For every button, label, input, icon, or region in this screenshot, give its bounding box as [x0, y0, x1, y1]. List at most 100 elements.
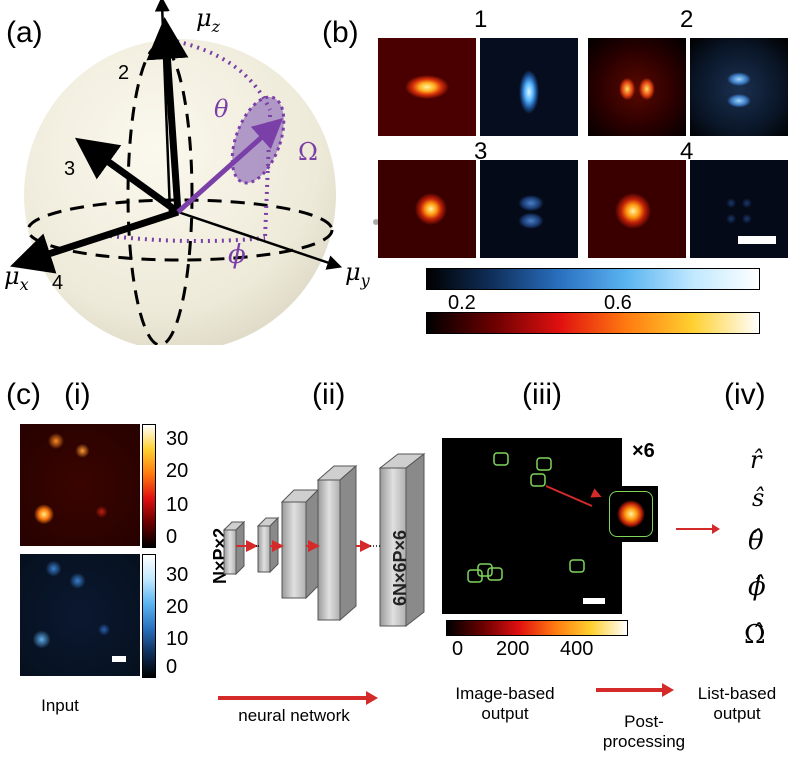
- caption-input: Input: [41, 696, 79, 715]
- phi-label: ϕ: [228, 240, 246, 270]
- input-cool-tick-0: 0: [166, 656, 178, 678]
- network-arrow-head: [366, 691, 378, 705]
- input-cool-tick-20: 20: [166, 596, 189, 618]
- psf-tile-2-cool: [690, 38, 788, 136]
- psf-tile-1-cool: [480, 38, 578, 136]
- psf-tile-2-hot: [588, 38, 686, 136]
- omega-label: Ω: [298, 138, 318, 166]
- meridian-ellipse: [126, 43, 194, 345]
- psf-tile-4-hot: [588, 160, 686, 258]
- output-tick-200: 200: [496, 638, 530, 660]
- equator-ellipse: [26, 198, 334, 262]
- input-hot-tick-20: 20: [166, 460, 189, 482]
- axis-x-label: μx: [4, 262, 29, 294]
- vector-label-2: 2: [118, 62, 130, 84]
- vector-label-3: 3: [64, 158, 76, 180]
- panel-label-iv: (iv): [724, 378, 766, 411]
- input-hot-tick-0: 0: [166, 526, 178, 548]
- layer-slab-5-side: [405, 452, 425, 628]
- caption-post-processing: Post-processing: [602, 712, 686, 751]
- layer-slab-4: [317, 479, 341, 621]
- detection-box: [493, 452, 509, 466]
- layer-slab-5: [379, 467, 407, 627]
- output-detections: [467, 452, 605, 604]
- vector-3: [74, 137, 181, 215]
- output-s: ŝ: [752, 484, 765, 512]
- theta-label: θ: [214, 95, 229, 123]
- layer-slab-3: [281, 501, 307, 599]
- psf-label-1: 1: [474, 6, 488, 33]
- z-axis: [154, 0, 172, 213]
- input-cool-tick-30: 30: [166, 564, 189, 586]
- network-arrow-shaft: [218, 696, 370, 700]
- output-omega: Ω̂: [744, 620, 766, 650]
- post-arrow-head: [662, 683, 674, 697]
- output-colorbar: [446, 620, 628, 636]
- network-output-dims: 6N×6P×6: [390, 529, 410, 606]
- vector-2: [146, 17, 189, 213]
- panel-label-iii: (iii): [522, 378, 562, 411]
- psf-tile-3-hot: [378, 160, 476, 258]
- axis-y-label: μy: [345, 258, 370, 290]
- panel-label-ii: (ii): [312, 378, 346, 411]
- post-arrow-shaft: [596, 688, 666, 692]
- vector-4: [10, 208, 180, 274]
- list-arrow-shaft: [676, 528, 716, 530]
- layer-slab-2: [257, 525, 271, 573]
- axis-z-label: μz: [196, 4, 221, 36]
- network-diagram: [222, 452, 426, 628]
- psf-label-2: 2: [680, 6, 694, 33]
- origin-dot: [373, 219, 379, 225]
- input-image-cool: [20, 554, 140, 676]
- psf-tile-1-hot: [378, 38, 476, 136]
- panel-label-i: (i): [64, 378, 91, 411]
- scale-bar-b: [738, 236, 776, 244]
- zoom-arrow: [545, 485, 593, 507]
- caption-network: neural network: [238, 706, 350, 725]
- panel-label-c: (c): [6, 378, 41, 411]
- colorbar-hot-b: [426, 312, 760, 334]
- list-arrow-head: [712, 524, 720, 534]
- output-tick-400: 400: [560, 638, 594, 660]
- layer-slab-4-side: [339, 464, 357, 622]
- y-axis: [177, 210, 343, 270]
- detection-box: [569, 559, 585, 573]
- colorbar-b-tick-0: 0.2: [448, 292, 476, 314]
- detection-box: [536, 457, 552, 471]
- colorbar-cool-b: [426, 268, 760, 290]
- input-hot-tick-10: 10: [166, 494, 189, 516]
- psf-tile-3-cool: [480, 160, 578, 258]
- psf-label-3: 3: [474, 138, 488, 165]
- input-image-hot: [20, 424, 140, 546]
- phi-arc: [109, 234, 266, 244]
- detection-box: [477, 563, 493, 577]
- detection-box: [487, 567, 503, 581]
- vector-label-4: 4: [52, 272, 64, 294]
- orientation-sphere-diagram: [10, 0, 379, 345]
- colorbar-b-tick-1: 0.6: [604, 292, 632, 314]
- zoomed-spot: [609, 491, 653, 537]
- input-cool-tick-10: 10: [166, 628, 189, 650]
- output-tick-0: 0: [452, 638, 464, 660]
- layer-slab-1: [223, 529, 237, 575]
- output-theta: θ̂: [748, 526, 764, 556]
- scale-bar-output: [583, 598, 605, 604]
- output-r: r̂: [750, 446, 762, 474]
- panel-label-b: (b): [322, 16, 359, 49]
- layer-slab-1-side: [235, 520, 245, 576]
- scale-bar-input: [112, 656, 126, 662]
- zoomed-detection: [604, 486, 658, 542]
- input-colorbar-cool: [142, 554, 156, 678]
- panel-label-a: (a): [6, 16, 43, 49]
- output-phi: ϕ̂: [748, 572, 766, 602]
- input-colorbar-hot: [142, 424, 156, 548]
- layer-slab-3-side: [305, 488, 319, 600]
- psf-label-4: 4: [680, 138, 694, 165]
- detection-box: [530, 473, 546, 487]
- orientation-vector: [176, 118, 284, 214]
- output-multiplier: ×6: [632, 440, 655, 462]
- output-image: [442, 438, 622, 614]
- input-hot-tick-30: 30: [166, 428, 189, 450]
